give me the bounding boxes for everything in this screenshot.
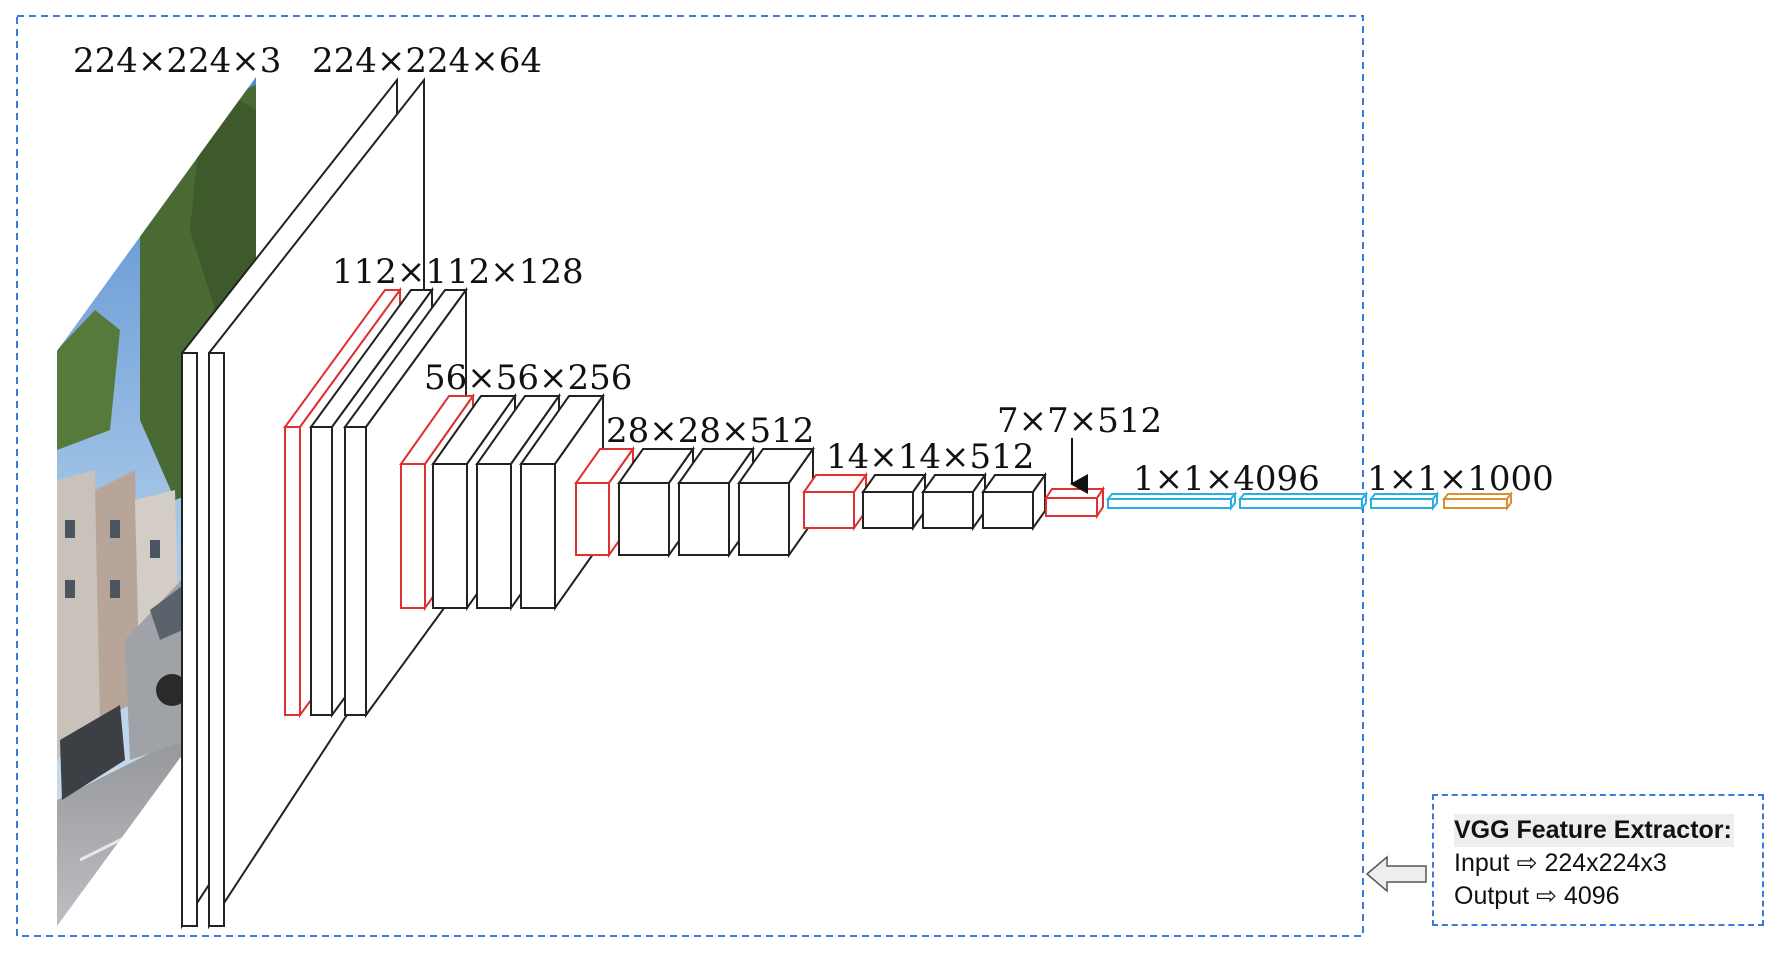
label-input: 224×224×3 <box>73 41 281 81</box>
input-arrow-icon: ⇨ <box>1517 849 1538 877</box>
pool-block-7 <box>1046 489 1103 516</box>
input-label: Input <box>1454 849 1510 877</box>
label-conv4: 28×28×512 <box>606 411 814 451</box>
output-arrow-icon: ⇨ <box>1536 882 1557 910</box>
label-conv5: 14×14×512 <box>826 437 1034 477</box>
conv-block-28 <box>576 449 813 555</box>
info-box-title: VGG Feature Extractor: <box>1454 814 1734 847</box>
info-box-output-line: Output ⇨ 4096 <box>1454 880 1762 913</box>
label-fc: 1×1×4096 <box>1133 459 1320 499</box>
label-pool5: 7×7×512 <box>997 401 1162 441</box>
left-block-arrow-icon <box>1367 857 1426 891</box>
label-conv1: 224×224×64 <box>312 41 542 81</box>
input-value: 224x224x3 <box>1544 849 1666 877</box>
conv-block-56 <box>401 396 603 608</box>
label-softmax: 1×1×1000 <box>1367 459 1554 499</box>
feature-extractor-info-box: VGG Feature Extractor: Input ⇨ 224x224x3… <box>1432 794 1764 926</box>
output-label: Output <box>1454 882 1529 910</box>
output-value: 4096 <box>1564 882 1620 910</box>
info-box-input-line: Input ⇨ 224x224x3 <box>1454 847 1762 880</box>
label-conv2: 112×112×128 <box>332 252 584 292</box>
label-conv3: 56×56×256 <box>424 358 632 398</box>
conv-block-14 <box>804 475 1045 528</box>
